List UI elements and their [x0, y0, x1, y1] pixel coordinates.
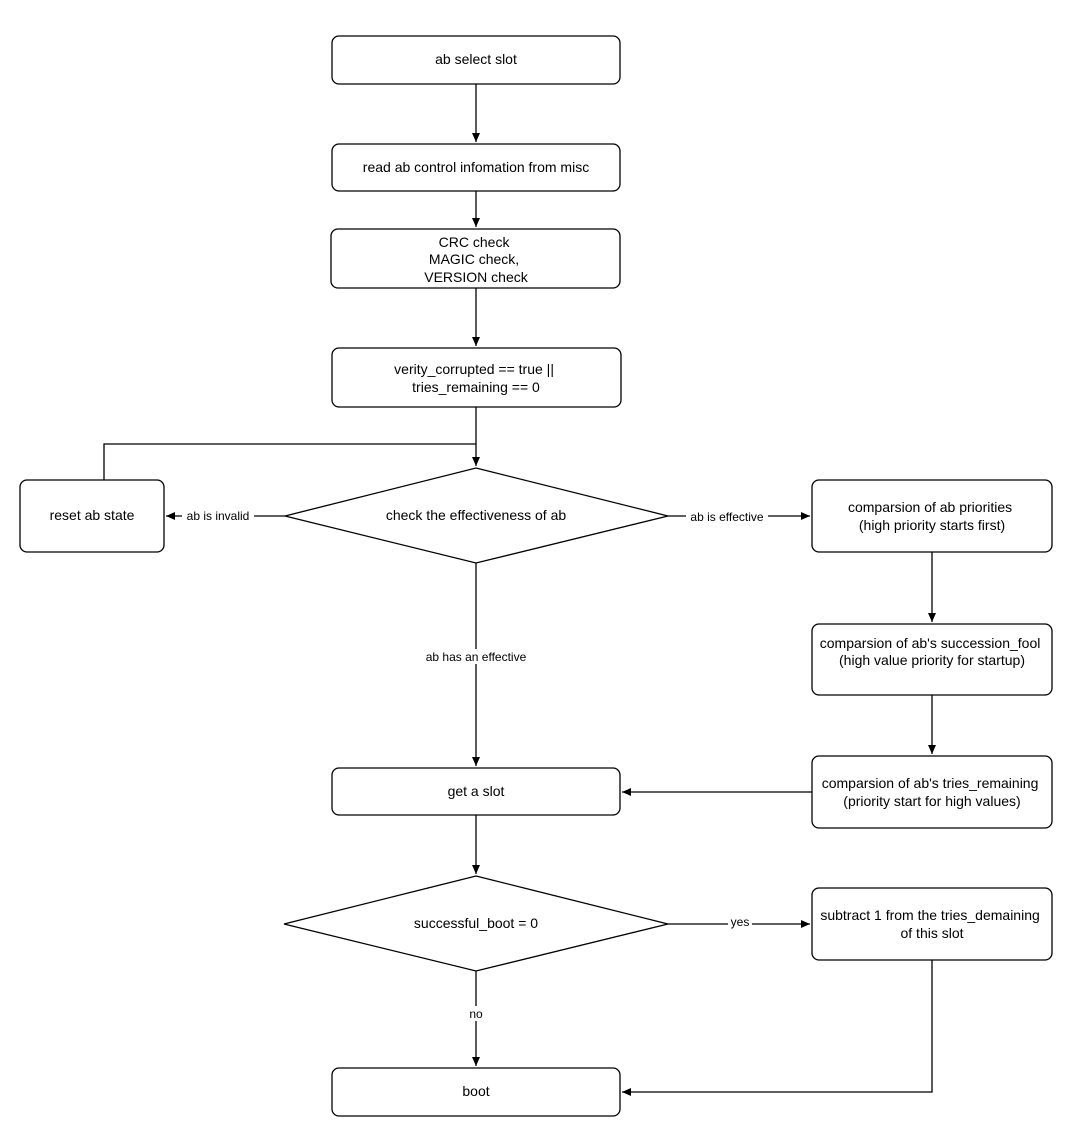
node-boot: boot: [462, 1083, 489, 1099]
node-subtract-tries: subtract 1 from the tries_demaining of t…: [820, 907, 1043, 941]
node-crc-check: CRC check MAGIC check, VERSION check: [424, 234, 528, 285]
label-ab-is-invalid: ab is invalid: [187, 509, 250, 523]
node-compare-tries: comparsion of ab's tries_remaining (prio…: [822, 775, 1043, 809]
node-successful-boot: successful_boot = 0: [414, 915, 538, 931]
node-labels: ab select slot read ab control infomatio…: [50, 51, 1044, 1099]
node-compare-succession-box: [811, 623, 1053, 696]
node-verity-check: verity_corrupted == true || tries_remain…: [394, 361, 558, 395]
node-compare-succession: comparsion of ab's succession_fool (high…: [820, 635, 1044, 668]
node-get-a-slot: get a slot: [448, 783, 505, 799]
label-bg-ab-is-invalid: [182, 508, 254, 523]
label-bg-yes: [728, 915, 752, 930]
node-boot-box: [331, 1067, 621, 1117]
label-ab-is-effective: ab is effective: [690, 510, 763, 524]
edge-labels: ab is invalid ab is effective ab has an …: [182, 508, 768, 1021]
edge-subtract-to-boot: [622, 960, 933, 1096]
node-reset-ab-state: reset ab state: [50, 507, 135, 523]
node-successful-boot-diamond: [283, 875, 669, 972]
label-bg-ab-is-effective: [686, 509, 768, 524]
node-subtract-tries-box: [811, 887, 1053, 961]
node-get-a-slot-box: [331, 767, 621, 816]
node-read-ab-control-box: [331, 143, 621, 192]
node-ab-select-slot: ab select slot: [435, 51, 517, 67]
node-verity-check-box: [331, 347, 622, 408]
edge-reset-loop-back: [103, 443, 476, 480]
node-check-effectiveness: check the effectiveness of ab: [386, 507, 567, 523]
label-yes: yes: [731, 915, 750, 929]
node-compare-tries-box: [811, 755, 1053, 829]
nodes: [19, 35, 1053, 1117]
label-bg-no: [466, 1006, 486, 1021]
label-bg-ab-has-an-effective: [418, 649, 534, 664]
node-ab-select-slot-box: [331, 35, 621, 85]
label-no: no: [469, 1007, 483, 1021]
node-check-effectiveness-diamond: [284, 467, 669, 564]
node-read-ab-control: read ab control infomation from misc: [363, 159, 589, 175]
node-compare-priorities-box: [811, 479, 1053, 553]
node-compare-priorities: comparsion of ab priorities (high priori…: [848, 499, 1016, 533]
label-ab-has-an-effective: ab has an effective: [426, 650, 527, 664]
node-crc-check-box: [330, 228, 621, 289]
node-reset-ab-state-box: [19, 479, 165, 553]
